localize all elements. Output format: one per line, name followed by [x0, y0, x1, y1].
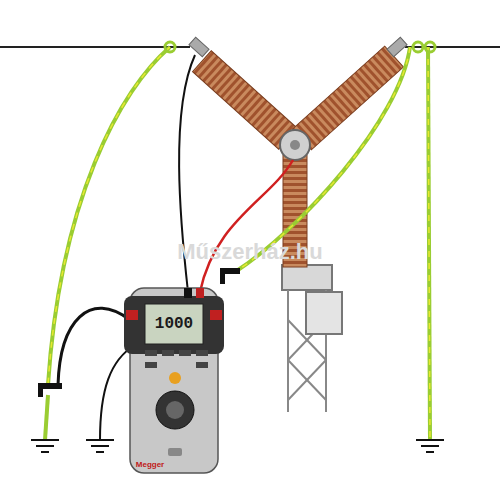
breaker-insulator	[189, 37, 407, 267]
earth-lead	[58, 308, 130, 385]
ground-symbol	[31, 440, 444, 452]
overhead-line	[0, 46, 190, 48]
test-lead	[200, 160, 293, 292]
earth-wire	[45, 47, 430, 440]
display-reading: 1000	[155, 315, 193, 333]
clamp-ring	[425, 42, 435, 52]
clamp-ring	[413, 42, 423, 52]
support-frame	[282, 265, 342, 412]
overhead-line	[405, 46, 500, 48]
brand-name: Megger	[136, 460, 164, 469]
clamp-ring	[165, 42, 175, 52]
watermark: Műszerház.hu	[177, 239, 322, 265]
ohmmeter	[124, 288, 224, 473]
